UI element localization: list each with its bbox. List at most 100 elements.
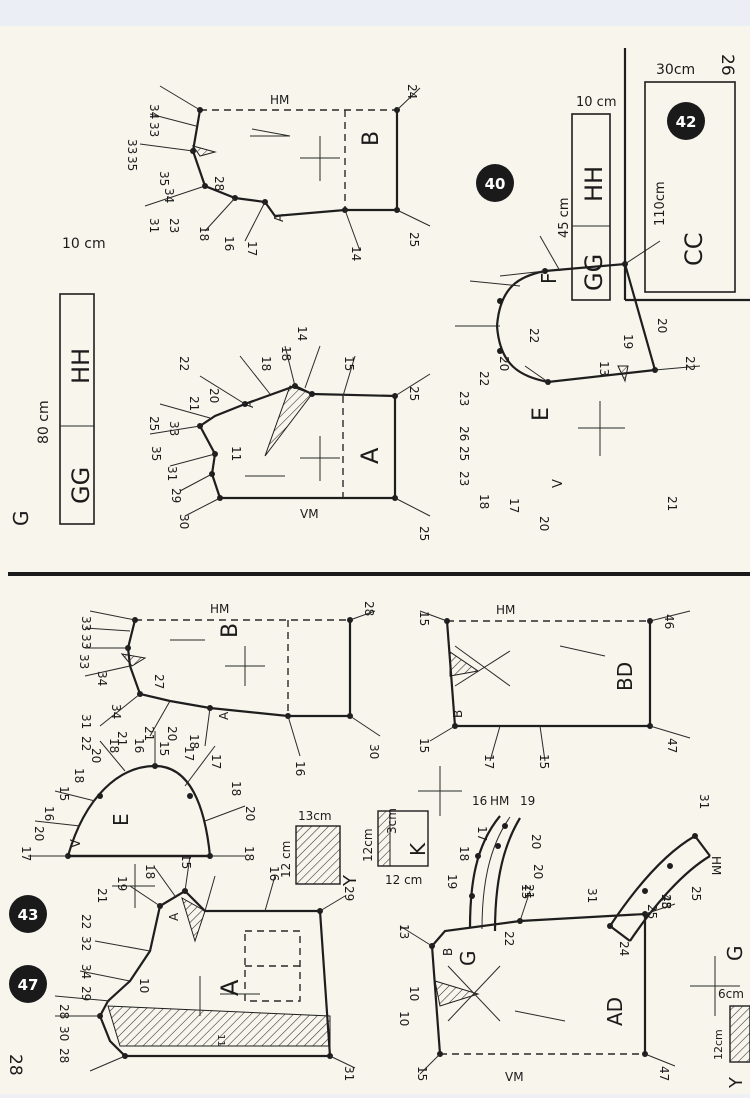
y-small-h: 12 cm: [279, 841, 293, 878]
svg-text:25: 25: [417, 526, 431, 541]
svg-text:42: 42: [676, 113, 697, 131]
piece-e-bottom: E V 17 20 16 15 18 20 21 21 20 18 17: [19, 726, 257, 908]
svg-text:19: 19: [621, 334, 635, 349]
bar-g-width: 10 cm: [62, 236, 106, 252]
svg-text:19: 19: [115, 876, 129, 891]
piece-ad: AD VM B 13 15 10 10 15 48 47: [397, 884, 676, 1084]
piece-e-top: E V 22 20 22 23 26 25 23 18 17 20 13: [455, 235, 701, 531]
b-top-label: B: [359, 131, 384, 146]
piece-b-top: B HM A 34 33 33 35 35 34 28 24 23: [125, 84, 431, 261]
e-bottom-label: E: [109, 813, 133, 826]
svg-text:20: 20: [207, 388, 221, 403]
svg-text:18: 18: [279, 346, 293, 361]
svg-text:33: 33: [79, 634, 93, 649]
bar-g-top: G 80 cm 10 cm GG HH: [9, 236, 106, 526]
svg-text:21: 21: [522, 884, 536, 899]
svg-text:19: 19: [445, 874, 459, 889]
svg-text:30: 30: [367, 744, 381, 759]
svg-text:18: 18: [229, 781, 243, 796]
svg-text:30: 30: [57, 1026, 71, 1041]
svg-text:28: 28: [57, 1004, 71, 1019]
page-number-bottom: 28: [5, 1054, 25, 1076]
svg-text:28: 28: [57, 1048, 71, 1063]
bd-b: B: [451, 710, 465, 718]
svg-text:14: 14: [295, 326, 309, 341]
piece-a-bottom: A A 21 19 18 15 16 29 31 22 32: [54, 854, 356, 1081]
k-w: 3cm: [385, 808, 399, 834]
svg-text:23: 23: [167, 218, 181, 233]
svg-text:17: 17: [182, 746, 196, 761]
svg-text:35: 35: [125, 156, 139, 171]
svg-text:18: 18: [259, 356, 273, 371]
piece-k: 3cm 12cm 12 cm K: [361, 766, 462, 887]
svg-text:26: 26: [457, 426, 471, 441]
svg-text:21: 21: [187, 396, 201, 411]
svg-text:22: 22: [177, 356, 191, 371]
svg-text:28: 28: [212, 176, 226, 191]
svg-text:16: 16: [132, 738, 146, 753]
svg-text:18: 18: [457, 846, 471, 861]
svg-text:31: 31: [585, 888, 599, 903]
bd-label: BD: [613, 662, 637, 691]
svg-text:33: 33: [147, 122, 161, 137]
y-bottom-letter: Y: [726, 1076, 747, 1089]
svg-text:31: 31: [147, 218, 161, 233]
svg-text:32: 32: [79, 936, 93, 951]
svg-text:31: 31: [165, 466, 179, 481]
svg-text:16: 16: [293, 761, 307, 776]
svg-text:22: 22: [527, 328, 541, 343]
ad-b: B: [441, 948, 455, 956]
marker-43: 43: [9, 895, 47, 933]
svg-text:13: 13: [397, 924, 411, 939]
svg-text:16: 16: [267, 866, 281, 881]
piece-b-bottom: B HM A 33 33 33 34 34 27 31 22 18: [77, 601, 381, 776]
svg-text:22: 22: [477, 371, 491, 386]
svg-text:20: 20: [531, 864, 545, 879]
bar-cc: 30cm 110cm CC: [644, 62, 736, 293]
svg-text:24: 24: [405, 84, 419, 99]
a-bottom-label: A: [216, 979, 244, 996]
svg-text:22: 22: [683, 356, 697, 371]
page-sheet: 26 28 40 42 43 47: [0, 26, 750, 1094]
svg-text:15: 15: [157, 741, 171, 756]
bar-g-hh: HH: [67, 348, 95, 384]
svg-text:25: 25: [407, 232, 421, 247]
b-bottom-a: A: [217, 711, 231, 720]
svg-text:17: 17: [482, 754, 496, 769]
svg-text:15: 15: [519, 884, 533, 899]
svg-text:13: 13: [597, 361, 611, 376]
svg-text:34: 34: [147, 104, 161, 119]
svg-text:23: 23: [457, 391, 471, 406]
k-b: 12 cm: [385, 873, 422, 887]
k-h: 12cm: [361, 828, 375, 862]
marker-40: 40: [476, 164, 514, 202]
b-top-hm: HM: [270, 93, 289, 107]
svg-text:21: 21: [142, 726, 156, 741]
svg-text:29: 29: [169, 488, 183, 503]
bar-cc-label: CC: [680, 232, 708, 266]
svg-text:20: 20: [243, 806, 257, 821]
e-bottom-v: V: [69, 839, 84, 848]
piece-bd: BD HM B 15 15 17 15 46 47: [417, 603, 691, 769]
svg-text:20: 20: [32, 826, 46, 841]
svg-text:17: 17: [245, 241, 259, 256]
bar-cc-width: 30cm: [656, 62, 695, 78]
ad-vm: VM: [505, 1070, 524, 1084]
svg-text:11: 11: [215, 1034, 226, 1047]
svg-text:18: 18: [107, 738, 121, 753]
b-top-a: A: [272, 213, 286, 222]
bar-f-hh: HH: [580, 166, 608, 202]
svg-text:22: 22: [79, 914, 93, 929]
g-curve-hm: HM: [709, 856, 723, 875]
svg-text:31: 31: [79, 714, 93, 729]
bar-f: F 45 cm 10 cm GG HH: [537, 95, 617, 301]
k-letter: K: [406, 842, 430, 856]
svg-text:46: 46: [662, 614, 676, 629]
y-small-w: 13cm: [298, 809, 332, 823]
svg-text:34: 34: [79, 964, 93, 979]
a-top-label: A: [356, 447, 384, 464]
svg-text:20: 20: [165, 726, 179, 741]
g-curve-letter: G: [723, 946, 747, 962]
svg-text:28: 28: [362, 601, 376, 616]
bar-g-letter: G: [9, 511, 33, 527]
